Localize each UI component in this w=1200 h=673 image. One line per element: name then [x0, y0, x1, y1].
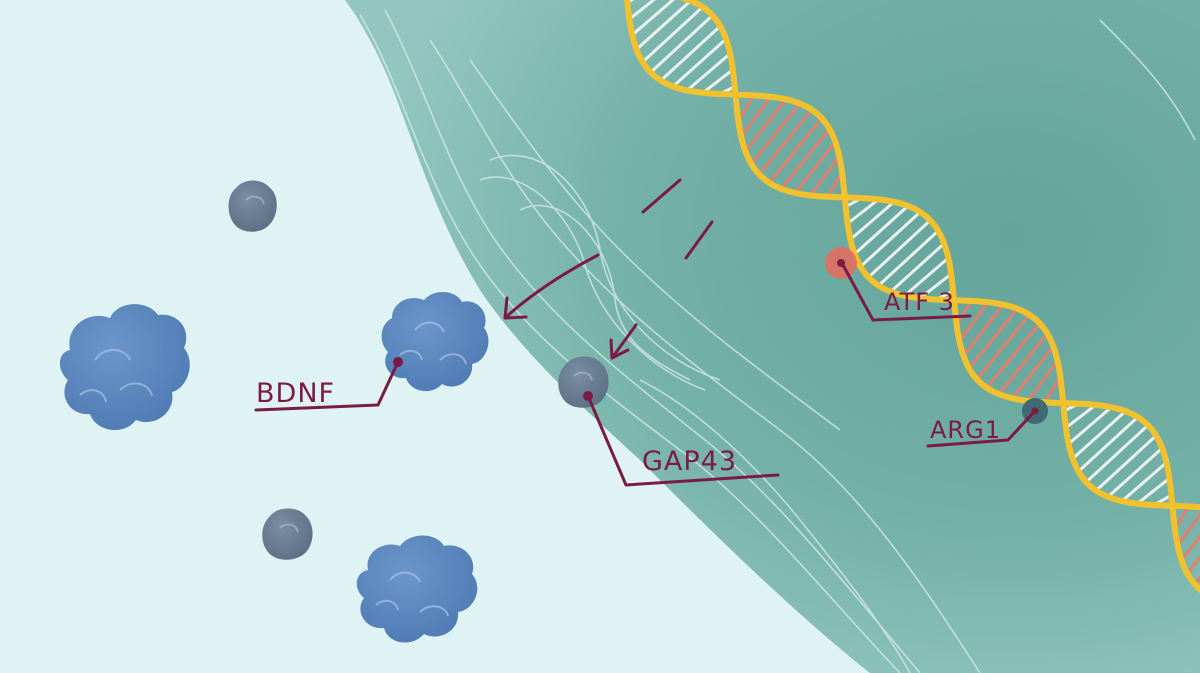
helix-base-pair	[1011, 344, 1055, 400]
gray-protein-bottom	[262, 508, 313, 560]
bdnf-protein-left	[59, 304, 190, 431]
arrow-to-bdnf	[503, 253, 600, 320]
helix-base-pair	[659, 24, 722, 82]
helix-base-pair	[739, 95, 772, 139]
label-arg1: ARG1	[930, 416, 1001, 444]
helix-base-pair	[809, 154, 841, 197]
helix-base-pair	[975, 313, 1031, 381]
dna-double-helix	[624, 0, 1200, 594]
helix-backbone-b	[678, 0, 1200, 594]
helix-base-pair	[736, 93, 756, 123]
bdnf-leader-line	[254, 360, 400, 412]
neuron-cell-body	[345, 0, 1200, 673]
helix-base-pair	[635, 0, 693, 51]
helix-base-pair	[1071, 409, 1127, 461]
label-atf3: ATF 3	[884, 288, 955, 316]
helix-base-pair	[1043, 375, 1062, 404]
bdnf-leader-dot	[393, 357, 403, 367]
helix-base-pair	[767, 116, 824, 185]
arrow-to-gap43	[609, 323, 638, 360]
arrow-dash-1	[641, 178, 682, 214]
helix-base-pair	[627, 0, 657, 21]
helix-base-pair	[743, 97, 788, 153]
helix-base-pair	[671, 37, 728, 88]
helix-base-pair	[1026, 359, 1059, 403]
helix-base-pair	[957, 300, 990, 343]
helix-base-pair	[649, 13, 714, 74]
helix-base-pair	[1120, 461, 1168, 503]
helix-base-pair	[701, 68, 735, 95]
membrane-sketch-lines	[359, 9, 1196, 673]
helix-base-pair	[859, 210, 922, 269]
helix-base-pair	[903, 256, 950, 298]
helix-base-pair	[918, 272, 953, 300]
helix-base-pair	[1077, 415, 1140, 473]
helix-base-pair	[1106, 446, 1164, 499]
secretion-arrows	[503, 178, 714, 360]
helix-base-pair	[749, 102, 802, 166]
helix-base-pair	[846, 197, 880, 225]
atf3-leader-line	[841, 263, 972, 322]
helix-base-pair	[985, 321, 1041, 390]
helix-base-pair	[641, 5, 705, 64]
helix-base-pair	[1094, 434, 1158, 493]
bdnf-protein-bottom	[356, 535, 478, 643]
arrow-dash-2	[684, 220, 714, 260]
helix-base-pair	[1067, 405, 1113, 446]
helix-base-pair	[1135, 476, 1171, 506]
helix-base-pair	[625, 0, 635, 4]
helix-base-pair	[1084, 423, 1150, 484]
arg1-leader-line	[926, 410, 1036, 448]
gap43-leader-line	[586, 394, 780, 487]
helix-base-pair	[779, 127, 831, 191]
helix-base-pair	[962, 303, 1005, 358]
helix-base-pair	[630, 0, 676, 37]
helix-backbone-a	[624, 0, 1200, 511]
helix-base-pair	[757, 108, 814, 176]
helix-base-pair	[1180, 534, 1200, 562]
label-bdnf: BDNF	[256, 378, 335, 409]
helix-base-pair	[1064, 403, 1098, 430]
helix-base-pair	[967, 307, 1019, 371]
helix-base-pair	[889, 242, 946, 294]
helix-base-pair	[1185, 554, 1200, 575]
helix-base-pair	[853, 204, 910, 256]
helix-base-pair	[866, 218, 932, 279]
helix-base-pair	[877, 229, 940, 288]
helix-base-pair	[848, 200, 896, 241]
helix-base-pair	[997, 332, 1049, 396]
helix-base-pairs	[625, 0, 1200, 586]
gray-protein-top	[228, 180, 277, 232]
helix-base-pair	[1176, 512, 1200, 547]
gap43-leader-dot	[583, 391, 593, 401]
helix-base-pair	[793, 140, 837, 195]
helix-base-pair	[685, 52, 732, 92]
gap43-protein	[558, 356, 609, 408]
label-gap43: GAP43	[642, 446, 737, 477]
bdnf-protein-labeled	[381, 291, 489, 392]
